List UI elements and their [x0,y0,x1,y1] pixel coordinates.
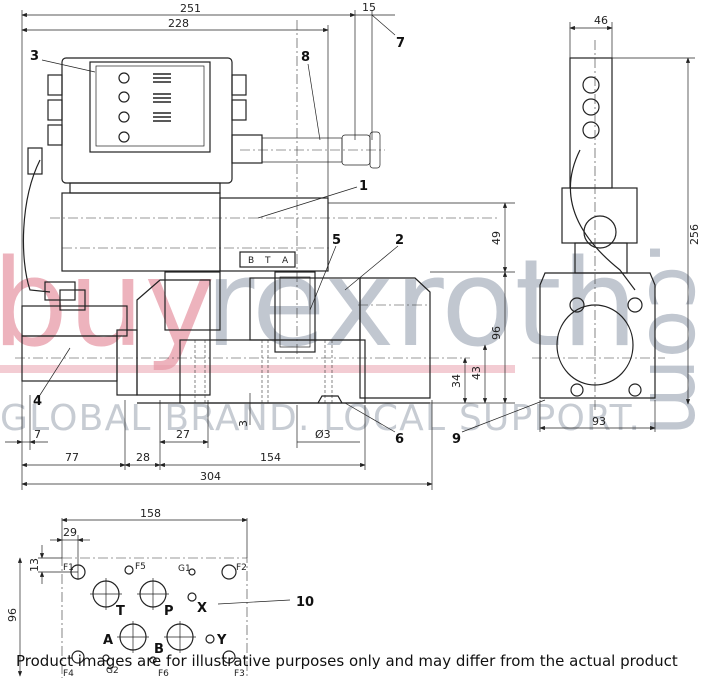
valve-label-t: T [264,256,271,266]
dim-15: 15 [362,1,376,14]
dim-228: 228 [168,17,189,30]
dim-27: 27 [176,428,190,441]
dim-34: 34 [450,374,463,388]
port-t: T [116,604,125,619]
dim-49: 49 [490,231,503,245]
port-p: P [164,604,174,619]
dim-7: 7 [34,428,41,441]
disclaimer-text: Product images are for illustrative purp… [16,652,678,670]
port-b: B [154,642,164,657]
dim-154: 154 [260,451,281,464]
callout-7: 7 [396,36,405,51]
dim-43: 43 [470,366,483,380]
hole-f1: F1 [63,563,74,573]
dim-256: 256 [688,224,701,245]
valve-label-a: A [282,256,289,266]
side-view [532,40,665,410]
dim-77: 77 [65,451,79,464]
port-y: Y [216,633,227,648]
port-a: A [103,633,113,648]
dim-28: 28 [136,451,150,464]
hole-g2: G2 [106,666,119,676]
watermark-rexroth: rexroth [205,235,638,374]
dim-dia3: Ø3 [315,428,331,441]
watermark-buy: buy [0,235,215,374]
hole-f4: F4 [63,669,74,678]
dim-251: 251 [180,2,201,15]
dim-96: 96 [490,326,503,340]
callouts: 3 8 7 1 5 2 4 6 9 10 [30,36,546,610]
dim-3: 3 [237,420,250,427]
watermark-com: .com [631,240,705,436]
hole-f3: F3 [234,669,245,678]
callout-2: 2 [395,233,404,248]
callout-4: 4 [33,394,42,409]
dim-304: 304 [200,470,221,483]
valve-label-b: B [248,256,254,266]
callout-5: 5 [332,233,341,248]
callout-6: 6 [395,432,404,447]
dimensions: 251 228 15 46 256 49 96 43 34 3 93 7 27 [5,1,701,490]
watermark: buy rexroth GLOBAL BRAND. LOCAL SUPPORT.… [0,235,705,439]
dim-158: 158 [140,507,161,520]
hole-f5: F5 [135,562,146,572]
dim-13: 13 [28,558,41,572]
dim-93: 93 [592,415,606,428]
callout-3: 3 [30,49,39,64]
callout-9: 9 [452,432,461,447]
dim-96-face: 96 [6,608,19,622]
hole-g1: G1 [178,564,191,574]
hole-f2: F2 [236,563,247,573]
dim-46: 46 [594,14,608,27]
callout-8: 8 [301,50,310,65]
callout-10: 10 [296,595,314,610]
dim-29: 29 [63,526,77,539]
mounting-face: 158 29 13 96 T P X A B Y F1 F2 F3 [6,507,248,678]
hole-f6: F6 [158,669,169,678]
port-x: X [197,601,207,616]
callout-1: 1 [359,179,368,194]
